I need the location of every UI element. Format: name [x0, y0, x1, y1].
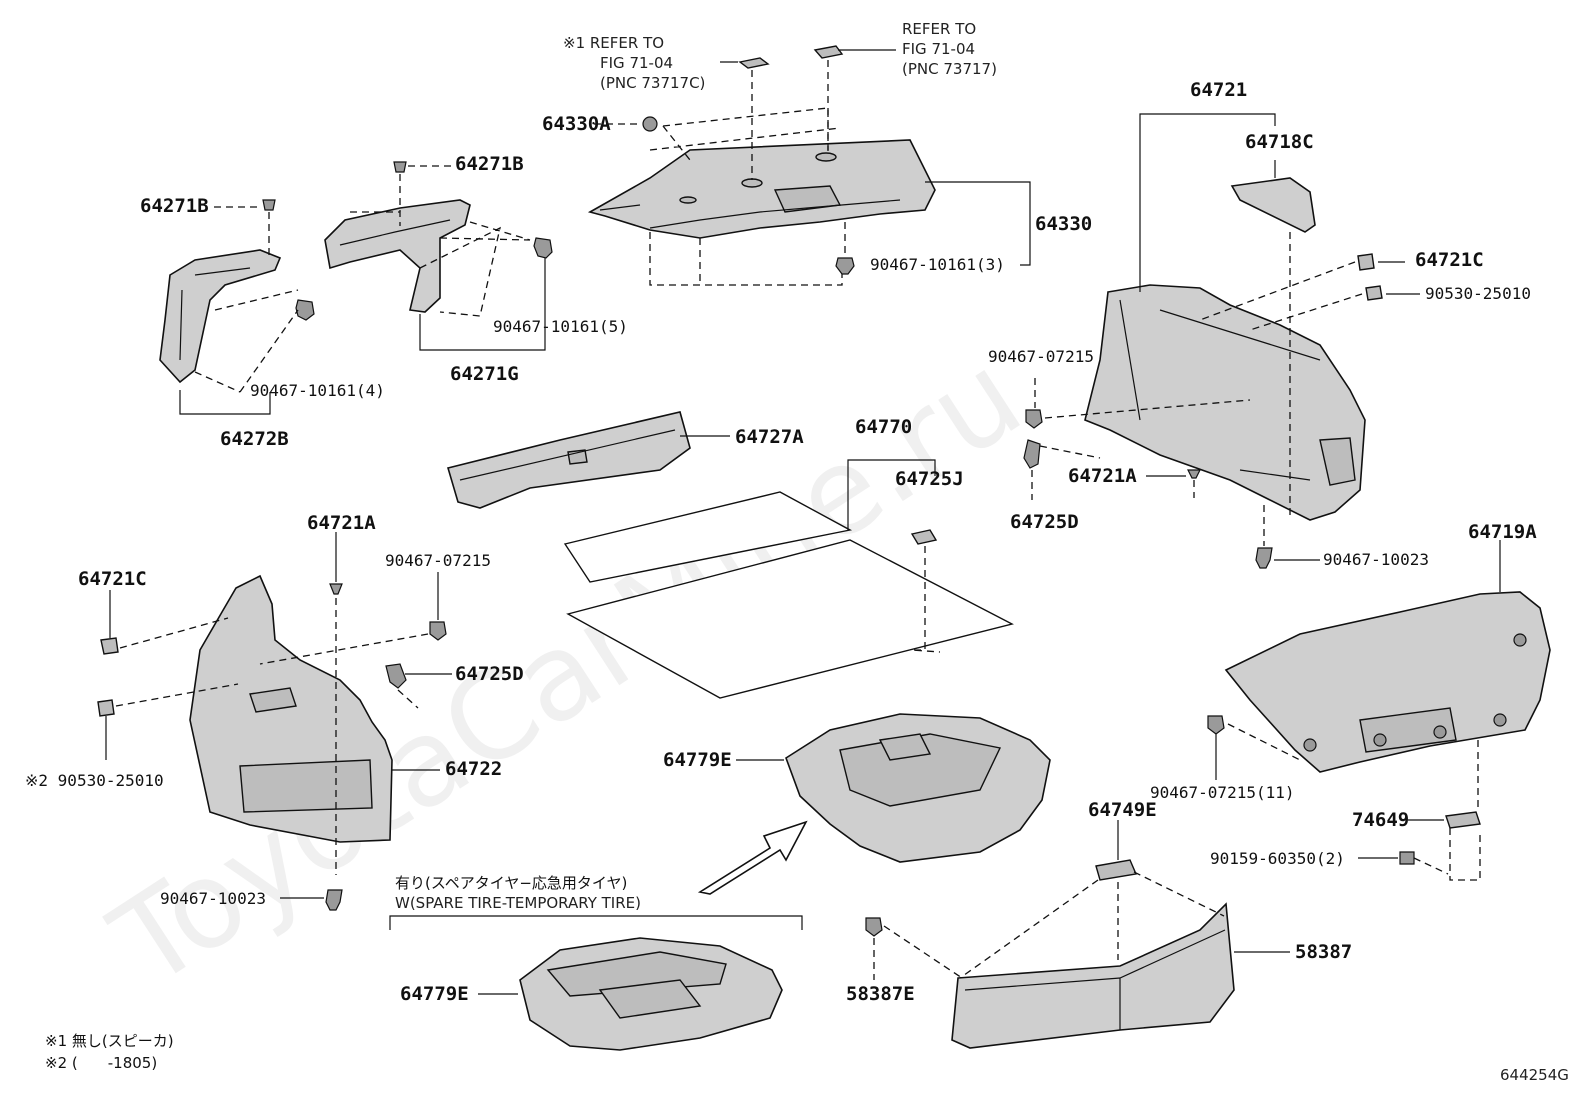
part-74649 — [1445, 811, 1481, 829]
label-64721C-right: 64721C — [1415, 249, 1484, 271]
cover-64727A — [446, 411, 691, 509]
label-90467-07215-11: 90467-07215(11) — [1150, 783, 1295, 802]
label-90467-10161-4: 90467-10161(4) — [250, 381, 385, 400]
bracket-64725D-left — [385, 663, 407, 689]
clip-58387E — [865, 917, 883, 937]
trim-64272B — [159, 249, 282, 384]
trim-64718C — [1230, 177, 1316, 233]
label-64271B-left: 64271B — [140, 195, 209, 217]
tray-64779E-upper — [785, 713, 1051, 863]
label-90530-25010-left: ※2 90530-25010 — [25, 771, 164, 790]
clip-64749E — [1095, 859, 1137, 881]
ref1-line1: ※1 REFER TO — [563, 34, 664, 52]
speaker-cover-1 — [738, 57, 770, 69]
label-90467-10023-right: 90467-10023 — [1323, 550, 1429, 569]
pad-64721C-left — [100, 637, 119, 655]
label-64721C-left: 64721C — [78, 568, 147, 590]
clip-90467-10023-left — [325, 889, 343, 911]
label-64719A: 64719A — [1468, 521, 1537, 543]
label-64779E-upper: 64779E — [663, 749, 732, 771]
label-64718C: 64718C — [1245, 131, 1314, 153]
ref2-line1: REFER TO — [902, 20, 976, 38]
mat-64770 — [563, 491, 1014, 699]
note-2: ※2 ( -1805) — [45, 1054, 157, 1072]
clip-64721A-left — [329, 583, 343, 595]
spare-tire-note-en: W(SPARE TIRE-TEMPORARY TIRE) — [395, 894, 641, 912]
label-64271B-center: 64271B — [455, 153, 524, 175]
label-64330A: 64330A — [542, 113, 611, 135]
ref2-line3: (PNC 73717) — [902, 60, 997, 78]
clip-90467-07215-11 — [1207, 715, 1225, 735]
label-64727A: 64727A — [735, 426, 804, 448]
clip-90467-10023-right — [1255, 547, 1273, 569]
bracket-64725D-right — [1023, 439, 1041, 469]
label-64272B: 64272B — [220, 428, 289, 450]
label-90530-25010-right: 90530-25010 — [1425, 284, 1531, 303]
label-58387: 58387 — [1295, 941, 1352, 963]
pad-64721C-right — [1357, 253, 1375, 271]
label-64721A-right: 64721A — [1068, 465, 1137, 487]
label-64770: 64770 — [855, 416, 912, 438]
pad-64725J — [910, 529, 938, 545]
label-64725J: 64725J — [895, 468, 964, 490]
ref1-line3: (PNC 73717C) — [600, 74, 705, 92]
label-58387E: 58387E — [846, 983, 915, 1005]
label-64725D-right: 64725D — [1010, 511, 1079, 533]
pad-90530-25010-left — [97, 699, 115, 717]
label-64721A-left: 64721A — [307, 512, 376, 534]
label-74649: 74649 — [1352, 809, 1409, 831]
spare-tire-note-jp: 有り(スペアタイヤ−応急用タイヤ) — [395, 874, 627, 892]
bolt-90159-60350-2 — [1399, 851, 1415, 865]
package-tray-64330 — [587, 139, 936, 239]
label-90467-10161-5: 90467-10161(5) — [493, 317, 628, 336]
clip-64330A — [642, 116, 658, 132]
note-1: ※1 無し(スピーカ) — [45, 1032, 174, 1050]
label-64271G: 64271G — [450, 363, 519, 385]
clip-64721A-right — [1187, 469, 1201, 479]
speaker-cover-2 — [813, 45, 844, 59]
label-64749E: 64749E — [1088, 799, 1157, 821]
trim-64722 — [189, 574, 393, 843]
label-64779E-lower: 64779E — [400, 983, 469, 1005]
trim-64271G — [324, 199, 471, 313]
label-64721: 64721 — [1190, 79, 1247, 101]
lid-trim-64719A — [1224, 591, 1551, 773]
label-90467-07215-right: 90467-07215 — [988, 347, 1094, 366]
clip-90467-10161-5 — [533, 237, 553, 259]
figure-id: 644254G — [1500, 1066, 1569, 1084]
clip-90467-10161-3 — [835, 257, 855, 275]
label-90467-07215-left: 90467-07215 — [385, 551, 491, 570]
clip-64271B-center — [393, 161, 407, 173]
label-90159-60350-2: 90159-60350(2) — [1210, 849, 1345, 868]
label-64725D-left: 64725D — [455, 663, 524, 685]
tray-64779E-lower — [519, 937, 783, 1051]
scuff-plate-58387 — [951, 902, 1235, 1049]
label-64722: 64722 — [445, 758, 502, 780]
pad-90530-25010-right — [1365, 285, 1383, 301]
clip-90467-10161-4 — [295, 299, 315, 321]
label-90467-10161-3: 90467-10161(3) — [870, 255, 1005, 274]
label-90467-10023-left: 90467-10023 — [160, 889, 266, 908]
label-64330: 64330 — [1035, 213, 1092, 235]
clip-90467-07215-left — [429, 621, 447, 641]
clip-90467-07215-right — [1025, 409, 1043, 429]
ref2-line2: FIG 71-04 — [902, 40, 975, 58]
arrow-icon — [697, 820, 808, 895]
ref1-line2: FIG 71-04 — [600, 54, 673, 72]
clip-64271B-left — [262, 199, 276, 211]
